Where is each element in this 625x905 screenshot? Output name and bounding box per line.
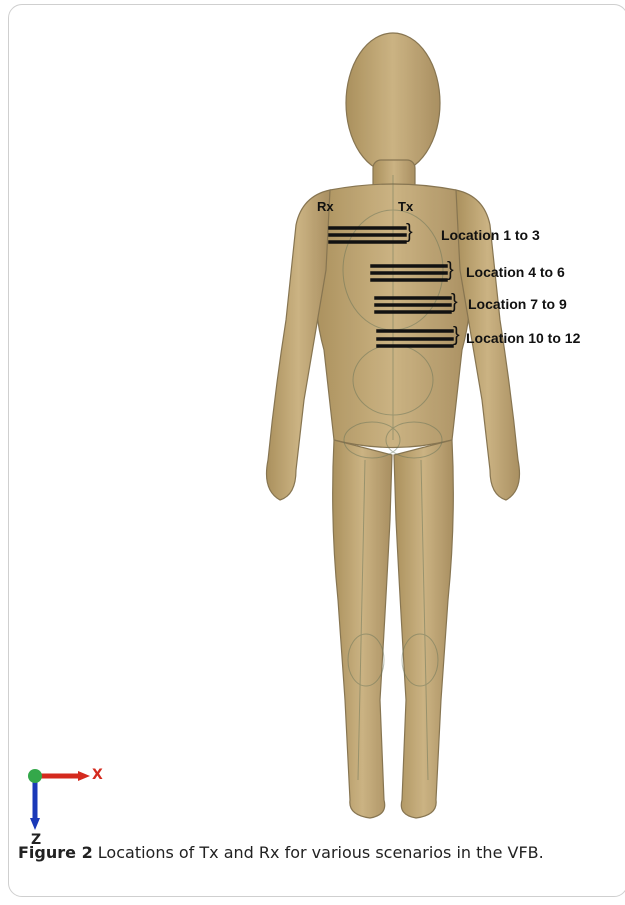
location-4-6-label: Location 4 to 6	[466, 264, 565, 280]
rx-label: Rx	[317, 199, 334, 214]
y-axis-dot	[28, 769, 42, 783]
location-10-12-label: Location 10 to 12	[466, 330, 580, 346]
x-axis-label: X	[92, 767, 103, 783]
figure-number: Figure 2	[18, 843, 93, 862]
brace-location-1-3: }	[406, 222, 413, 242]
brace-location-4-6: }	[447, 260, 454, 280]
x-axis-arrowhead	[78, 771, 90, 781]
caption-text: Locations of Tx and Rx for various scena…	[98, 843, 544, 862]
location-1-3-label: Location 1 to 3	[441, 227, 540, 243]
tx-label: Tx	[398, 199, 413, 214]
figure-caption: Figure 2 Locations of Tx and Rx for vari…	[18, 841, 614, 864]
z-axis-arrowhead	[30, 818, 40, 830]
brace-location-10-12: }	[453, 325, 460, 345]
brace-location-7-9: }	[451, 292, 458, 312]
location-7-9-label: Location 7 to 9	[468, 296, 567, 312]
axis-triad	[28, 769, 90, 830]
